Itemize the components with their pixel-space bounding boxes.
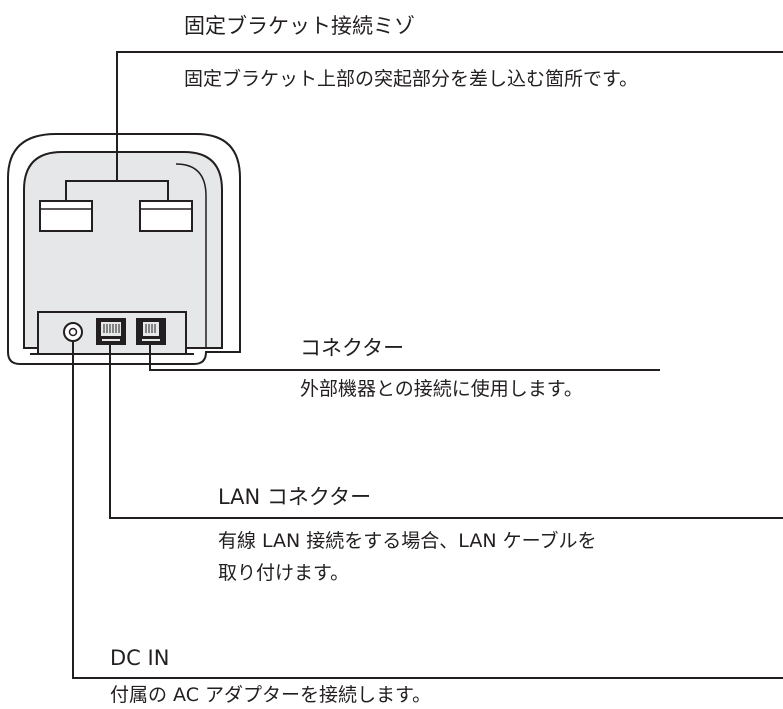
lan-connector-title: LAN コネクター xyxy=(218,485,372,509)
lan-connector-description-line2: 取り付けます。 xyxy=(218,562,350,584)
bracket-groove-left xyxy=(39,200,93,232)
leader-lines xyxy=(65,51,783,679)
device-side-contour xyxy=(175,163,207,348)
dc-in-leader xyxy=(72,341,783,679)
connector-socket xyxy=(143,322,159,336)
lan-connector-leader xyxy=(109,345,783,519)
bracket-groove-description: 固定ブラケット上部の突起部分を差し込む箇所です。 xyxy=(184,68,639,90)
ports xyxy=(63,318,166,345)
bracket-groove-leader xyxy=(65,51,783,202)
bracket-grooves xyxy=(39,200,193,232)
lan-connector-description-line1: 有線 LAN 接続をする場合、LAN ケーブルを xyxy=(218,530,597,552)
connector-leader xyxy=(149,345,660,371)
dc-in-port-pin xyxy=(68,327,78,337)
bracket-groove-title: 固定ブラケット接続ミゾ xyxy=(184,14,415,38)
connector-pins xyxy=(145,324,156,333)
dc-in-title: DC IN xyxy=(110,646,170,670)
lan-connector-pins xyxy=(103,324,120,333)
connector-title: コネクター xyxy=(300,336,405,360)
bracket-groove-right xyxy=(139,200,193,232)
dc-in-description: 付属の AC アダプターを接続します。 xyxy=(110,684,432,706)
connector-description: 外部機器との接続に使用します。 xyxy=(300,378,583,400)
